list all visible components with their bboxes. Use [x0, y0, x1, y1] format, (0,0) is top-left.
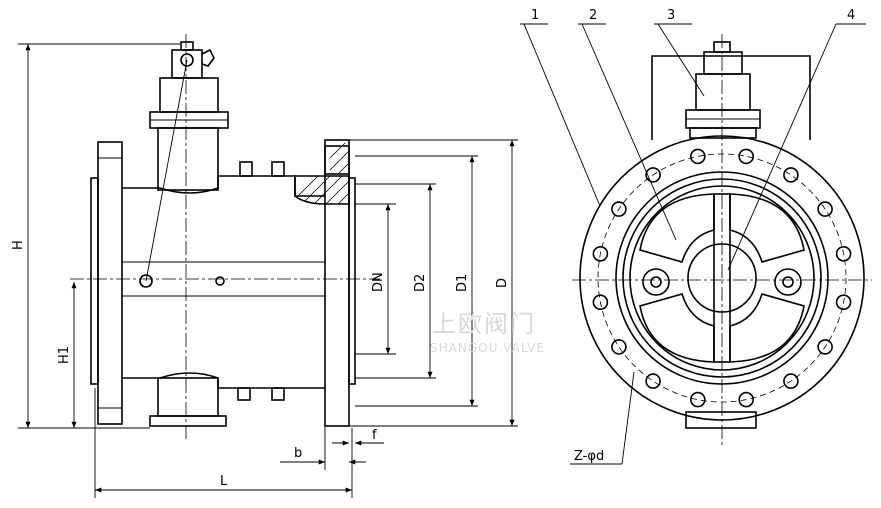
callout-3-leader [657, 23, 705, 97]
dim-f-label: f [372, 428, 377, 443]
left-flange [97, 141, 123, 425]
front-foot [685, 411, 757, 429]
bolt-hole [817, 201, 833, 217]
bolt-holes [592, 148, 852, 408]
side-view: H H1 L b f DN D2 D1 D [11, 34, 518, 498]
bolt-hole [738, 148, 755, 165]
right-flange [324, 139, 350, 427]
callout-1: 1 [531, 8, 539, 23]
upper-neck [157, 127, 219, 191]
sectioned-wall [294, 175, 350, 205]
bolt-hole [783, 373, 799, 389]
left-flange-face [90, 177, 99, 385]
bolt-hole [738, 391, 755, 408]
bolt-hole [689, 148, 706, 165]
callout-2: 2 [589, 8, 597, 23]
lower-plate [149, 415, 227, 427]
body-top [122, 175, 325, 197]
indicator-hole [180, 53, 194, 67]
callout-3: 3 [667, 8, 675, 23]
plug-left-upper [639, 193, 715, 263]
watermark: 上欧阀门 SHANGOU VALVE [430, 310, 545, 355]
watermark-en: SHANGOU VALVE [430, 341, 545, 355]
dim-L-label: L [220, 474, 228, 489]
front-stem-housing [695, 73, 751, 111]
body-bottom [122, 372, 325, 389]
bolt-hole [783, 167, 799, 183]
callout-4-leader [727, 23, 837, 271]
plug-right-upper [729, 193, 805, 263]
leader-line [145, 59, 188, 282]
bolt-hole [689, 391, 706, 408]
bolt-hole [592, 294, 609, 311]
callout-4: 4 [847, 8, 855, 23]
stem-housing [159, 77, 219, 113]
bolt-hole [592, 246, 609, 262]
dim-H1-label: H1 [57, 346, 72, 364]
right-flange-face [348, 177, 356, 385]
dim-H-label: H [11, 240, 26, 250]
bracket-frame [651, 55, 811, 140]
bolt-hole [835, 294, 852, 311]
dim-D1-label: D1 [455, 274, 470, 292]
dim-D-label: D [495, 278, 510, 288]
plug-right-lower [729, 293, 805, 363]
bolt-hole [835, 246, 852, 262]
pivot-hole [139, 274, 153, 288]
dim-b-label: b [294, 446, 302, 461]
bolt-hole [611, 201, 627, 217]
bolt-hole [817, 339, 833, 355]
lower-boss [157, 377, 219, 417]
bolt-hole [645, 373, 661, 389]
handle-lug [201, 48, 215, 67]
holes-leader [621, 371, 635, 465]
watermark-cn: 上欧阀门 [432, 310, 536, 338]
plug-left-lower [639, 293, 715, 363]
dim-D2-label: D2 [413, 274, 428, 292]
bolt-hole [611, 339, 627, 355]
section-hatching [297, 142, 350, 205]
front-view: 1 2 3 4 Z-φd [520, 8, 872, 465]
bolt-hole [645, 167, 661, 183]
dim-holes-label: Z-φd [574, 449, 604, 464]
dim-DN-label: DN [371, 272, 386, 292]
callout-1-leader [523, 23, 601, 207]
callout-2-leader [581, 23, 677, 241]
pin-hole [215, 276, 225, 286]
